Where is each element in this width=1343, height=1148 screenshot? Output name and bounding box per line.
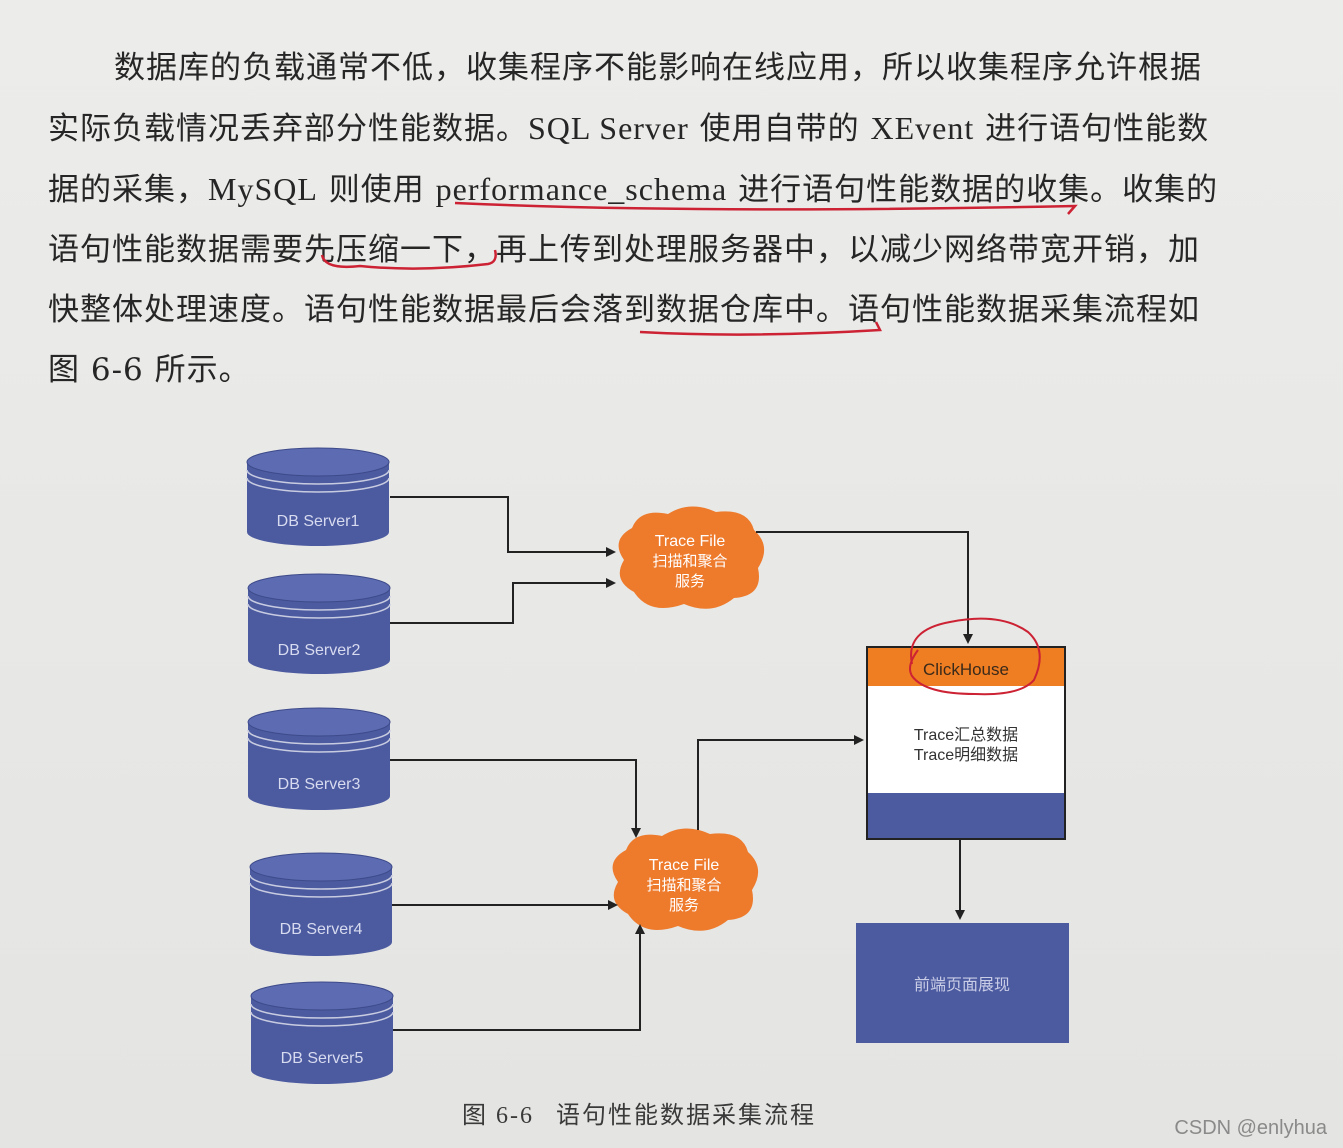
db-server-label: DB Server5 [281,1050,364,1067]
clickhouse-line-2: Trace明细数据 [914,746,1018,764]
arrow-db3-to-trace2 [390,759,641,838]
text-run: 进行语句性能数据的收集。收集的 [727,172,1219,208]
figure-caption: 图 6-6 语句性能数据采集流程 [462,1095,816,1130]
db-server-2: DB Server2 [247,573,391,674]
figure-title: 语句性能数据采集流程 [556,1101,816,1129]
db-server-3: DB Server3 [247,707,391,810]
clickhouse-store: ClickHouse Trace汇总数据 Trace明细数据 [866,646,1066,840]
text-run-xevent: XEvent [870,110,975,146]
body-paragraph: 数据库的负载通常不低，收集程序不能影响在线应用，所以收集程序允许根据 实际负载情… [48,38,1278,400]
arrow-db2-to-trace1 [390,578,616,624]
db-server-label: DB Server3 [278,776,361,793]
frontend-label: 前端页面展现 [914,976,1010,994]
watermark: CSDN @enlyhua [1174,1117,1327,1139]
annotation-circle-clickhouse [909,617,1041,696]
paragraph-line-1: 数据库的负载通常不低，收集程序不能影响在线应用，所以收集程序允许根据 [114,50,1202,86]
text-run: 则使用 [317,172,436,208]
text-run: 实际负载情况丢弃部分性能数据。 [48,111,528,147]
trace-label-1: Trace File [655,533,726,550]
text-run: 使用自带的 [688,111,871,147]
text-run-sqlserver: SQL Server [528,110,689,146]
annotation-underline-3 [639,321,882,336]
trace-label-3: 服务 [675,573,705,590]
trace-service-cloud-1: Trace File 扫描和聚合 服务 [618,506,765,609]
text-run-performance-schema: performance_schema [435,171,728,207]
annotation-underline-1 [454,201,1078,215]
frontend-display-box: 前端页面展现 [856,923,1069,1043]
paragraph-line-3: 据的采集，MySQL 则使用 performance_schema 进行语句性能… [48,159,1278,220]
trace-label-2: 扫描和聚合 [646,877,721,894]
db-server-label: DB Server2 [278,642,361,659]
paragraph-line-2: 实际负载情况丢弃部分性能数据。SQL Server 使用自带的 XEvent 进… [48,98,1278,159]
db-server-4: DB Server4 [249,852,393,956]
arrow-db5-to-trace2 [393,924,645,1031]
figure-number: 图 6-6 [462,1103,534,1129]
clickhouse-title: ClickHouse [923,660,1009,679]
arrow-trace1-to-clickhouse [756,531,973,644]
clickhouse-bottom-bar [868,793,1064,838]
paragraph-line-6: 图 6-6 所示。 [48,352,251,388]
db-server-1: DB Server1 [246,447,390,546]
text-run: 据的采集， [48,172,208,208]
annotation-underline-2 [320,249,497,270]
db-server-label: DB Server1 [277,513,360,530]
text-run-mysql: MySQL [208,171,318,207]
connector-lines [390,496,973,1031]
paragraph-line-4: 语句性能数据需要先压缩一下，再上传到处理服务器中，以减少网络带宽开销，加 [48,232,1200,268]
db-server-label: DB Server4 [280,921,363,938]
trace-label-2: 扫描和聚合 [652,553,727,570]
trace-service-cloud-2: Trace File 扫描和聚合 服务 [612,828,759,931]
arrow-db1-to-trace1 [390,496,616,557]
clickhouse-header-bar [868,648,1064,686]
text-run: 进行语句性能数 [974,111,1210,147]
trace-label-1: Trace File [649,857,720,874]
db-server-5: DB Server5 [250,981,394,1084]
paragraph-line-5: 快整体处理速度。语句性能数据最后会落到数据仓库中。语句性能数据采集流程如 [48,292,1200,328]
arrow-trace2-to-clickhouse [697,735,864,830]
clickhouse-line-1: Trace汇总数据 [914,726,1018,744]
trace-label-3: 服务 [669,897,699,914]
